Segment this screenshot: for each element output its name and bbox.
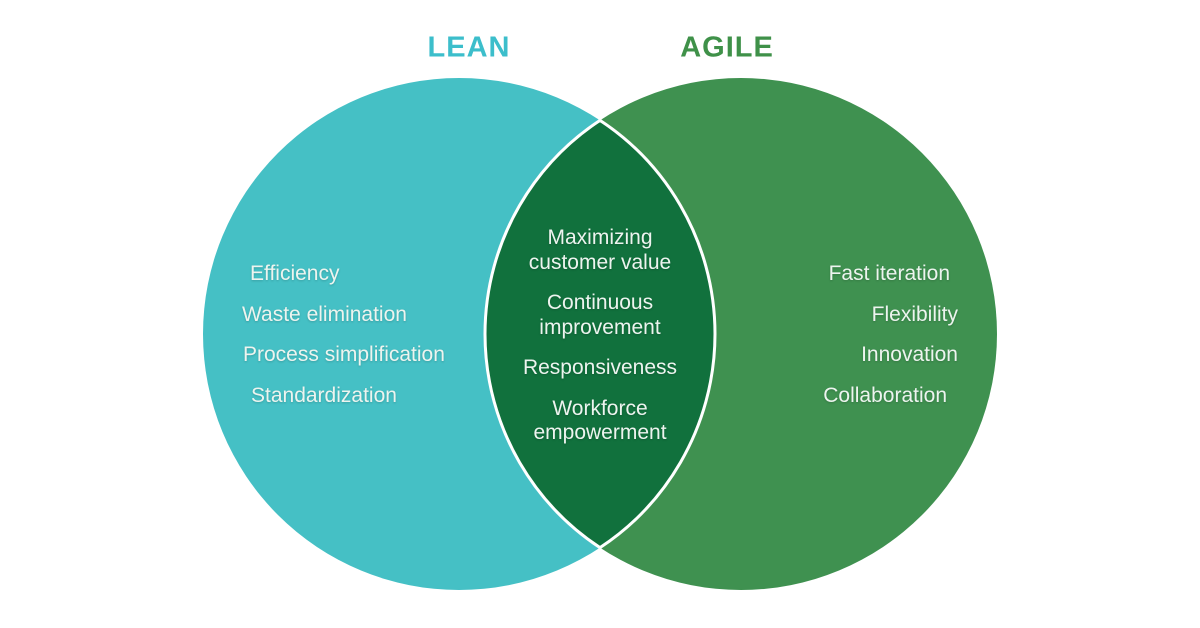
- shared-item: Maximizing customer value: [528, 226, 672, 274]
- lean-item: Efficiency: [250, 262, 340, 285]
- agile-title: AGILE: [680, 31, 774, 64]
- agile-item: Collaboration: [823, 383, 947, 407]
- agile-items: Fast iteration Flexibility Innovation Co…: [823, 254, 958, 416]
- shared-item: Workforce empowerment: [533, 396, 667, 445]
- shared-item: Responsiveness: [522, 356, 678, 379]
- agile-item: Flexibility: [871, 302, 958, 326]
- lean-item: Waste elimination: [242, 302, 407, 326]
- shared-item: Continuous improvement: [539, 291, 661, 339]
- lean-items: Efficiency Waste elimination Process sim…: [242, 254, 445, 416]
- agile-item: Fast iteration: [828, 262, 950, 285]
- lean-title: LEAN: [427, 31, 511, 64]
- lean-item: Process simplification: [243, 343, 445, 366]
- agile-item: Innovation: [861, 343, 958, 366]
- intersection-lens: [483, 118, 717, 550]
- shared-items: Maximizing customer value Continuous imp…: [490, 226, 710, 446]
- lean-item: Standardization: [251, 383, 397, 407]
